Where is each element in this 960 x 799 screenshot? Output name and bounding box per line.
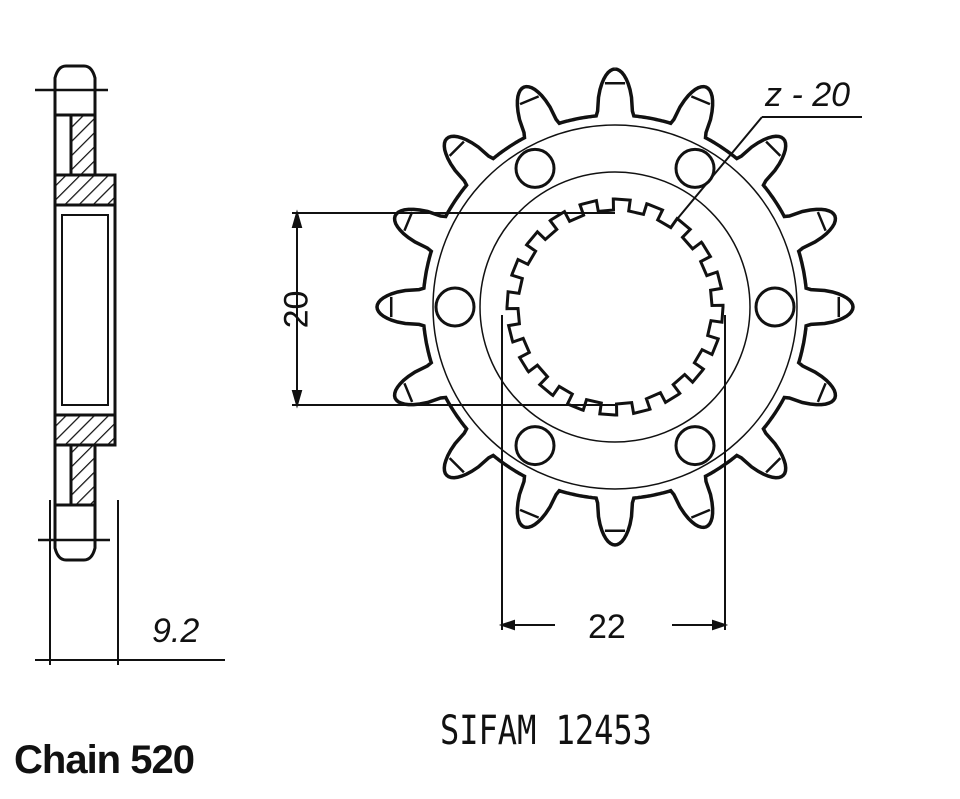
part-number: SIFAM 12453 [440, 708, 652, 754]
side-tooth-top [53, 64, 97, 117]
bolt-hole [514, 425, 556, 467]
side-bore [53, 203, 117, 417]
tooth-tip-line [690, 95, 711, 106]
tooth-tip-line [816, 211, 827, 232]
tooth-tip-line [519, 95, 540, 106]
side-view [35, 64, 225, 665]
bolt-hole [514, 147, 556, 189]
side-web-top [69, 113, 97, 177]
chain-size: Chain 520 [14, 738, 195, 782]
tooth-tip-line [765, 457, 782, 474]
thickness-dimension: 9.2 [152, 612, 200, 650]
tooth-tip-line [403, 211, 414, 232]
spline-bore [505, 197, 725, 417]
bolt-hole [754, 286, 796, 328]
side-hub-bottom [53, 413, 117, 447]
bolt-hole [674, 147, 716, 189]
inner-circle [479, 171, 751, 443]
tooth-tip-line [519, 508, 540, 519]
side-web-bottom [69, 443, 97, 507]
tooth-tip-line [765, 140, 782, 157]
bolt-hole [674, 425, 716, 467]
bolt-hole [434, 286, 476, 328]
spline-height-dimension: 20 [277, 290, 316, 329]
tooth-count-label: z - 20 [765, 76, 851, 114]
sprocket-outline [375, 67, 855, 547]
tooth-tip-line [690, 508, 711, 519]
dimension-lines [291, 116, 862, 631]
outer-pitch-circle [432, 124, 798, 490]
side-hub-top [53, 173, 117, 207]
side-tooth-bottom [53, 503, 97, 562]
spline-width-dimension: 22 [588, 608, 626, 646]
tooth-tip-line [403, 382, 414, 403]
tooth-tip-line [448, 140, 465, 157]
tooth-tip-line [448, 457, 465, 474]
front-view [375, 67, 855, 547]
tooth-tip-line [816, 382, 827, 403]
